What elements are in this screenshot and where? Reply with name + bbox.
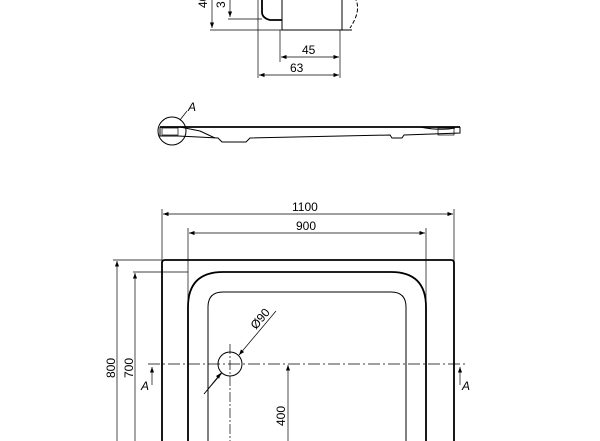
drain-diameter: Ø90 bbox=[248, 305, 274, 332]
profile-edge bbox=[261, 0, 282, 21]
plan-view: 1100 900 800 700 Ø90 400 A A bbox=[104, 200, 470, 441]
tray-outline bbox=[161, 259, 455, 441]
tray-floor bbox=[207, 291, 407, 441]
hatched-section bbox=[281, 0, 343, 31]
break-line bbox=[349, 0, 359, 29]
dim-1100: 1100 bbox=[292, 200, 318, 214]
section-marker-right: A bbox=[461, 379, 470, 393]
dim-45: 45 bbox=[302, 43, 316, 57]
dim-40: 40 bbox=[196, 0, 210, 8]
dim-63: 63 bbox=[290, 61, 304, 75]
drain-circle bbox=[217, 351, 243, 377]
detail-label-a: A bbox=[187, 100, 196, 114]
dim-800: 800 bbox=[104, 358, 118, 378]
edge-detail: 40 3 45 63 bbox=[196, 0, 359, 78]
section-marker-left: A bbox=[140, 379, 149, 393]
section-profile: A bbox=[157, 100, 461, 146]
dim-900: 900 bbox=[296, 219, 316, 233]
dim-700: 700 bbox=[122, 358, 136, 378]
dim-3: 3 bbox=[214, 1, 228, 8]
tray-inner-edge bbox=[187, 271, 427, 441]
detail-circle bbox=[157, 116, 187, 146]
dim-400: 400 bbox=[274, 406, 288, 426]
